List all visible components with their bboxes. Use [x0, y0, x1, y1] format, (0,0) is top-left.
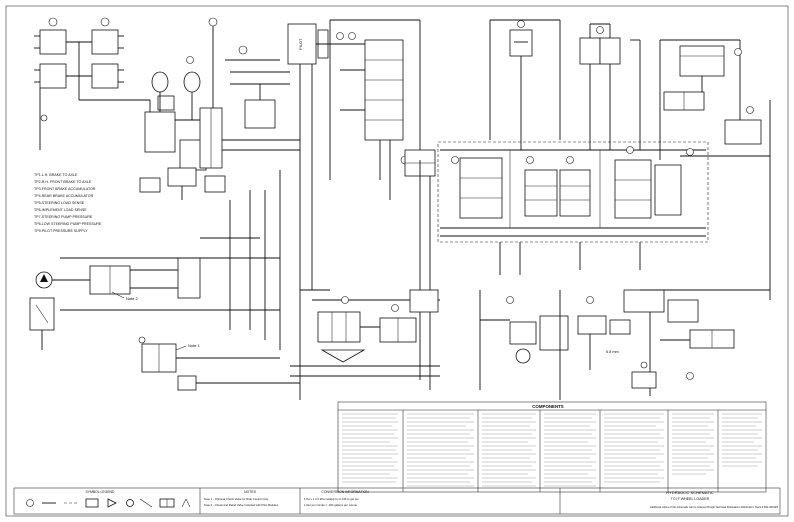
conversion-heading: CONVERSION INFORMATION [321, 490, 369, 494]
note-2-text: Note 2 - Check and Relief Valve Included… [204, 503, 279, 507]
note-1-callout: Note 1 [188, 343, 201, 348]
conversion-block: CONVERSION INFORMATION 1 Pa x 1.4 5 kPa … [304, 490, 369, 507]
conversion-line-1: 1 Pa x 1.4 5 kPa multiply by 0.145 to ge… [304, 497, 359, 501]
steering-valve-group [290, 289, 440, 400]
note-1-group: Note 1 [141, 343, 300, 391]
pump-group: Note 2 [29, 170, 281, 350]
title-block: HYDRAULIC SCHEMATIC TCI F WHEEL LOADER A… [650, 490, 779, 509]
sheet-title-1: HYDRAULIC SCHEMATIC [666, 490, 714, 495]
conversion-line-2: 1 liter per minute = .264 gallons per mi… [304, 503, 358, 507]
notes-heading: NOTES [244, 490, 256, 494]
test-point-4: TP4-REAR BRAKE ACCUMULATOR [34, 194, 94, 198]
bottom-strip [13, 487, 781, 515]
valve-tag-label: 5.8 mm [606, 350, 619, 354]
main-control-valve [404, 120, 709, 390]
steer-pump-group: 5.8 mm [479, 289, 770, 400]
note-2-callout: Note 2 [126, 296, 139, 301]
test-point-2: TP2-R.H. FRONT BRAKE TO AXLE [34, 180, 92, 184]
notes-block: NOTES Note 1 - Optional Check Valve for … [204, 490, 279, 507]
brake-actuators [34, 17, 150, 150]
test-point-5: TP5-STEERING LOAD SENSE [34, 201, 85, 205]
test-point-8: TP8-LOW STEERING PUMP PRESSURE [34, 222, 102, 226]
ride-control [659, 39, 771, 300]
svg-text:PILOT: PILOT [298, 38, 303, 50]
test-point-7: TP7-STEERING PUMP PRESSURE [34, 215, 93, 219]
components-table: COMPONENTS [337, 401, 767, 493]
sheet-border [5, 5, 789, 517]
pilot-valve-stack: PILOT [287, 19, 421, 290]
sheet-title-2: TCI F WHEEL LOADER [671, 497, 710, 501]
note-1-text: Note 1 - Optional Check Valve for Ride C… [204, 497, 269, 501]
lift-tilt-cylinders [489, 19, 641, 150]
test-point-9: TP9-PILOT PRESSURE SUPPLY [34, 229, 88, 233]
test-point-1: TP1-L.H. BRAKE TO AXLE [34, 173, 78, 177]
legend-heading: SYMBOL LEGEND [86, 490, 115, 494]
sheet-footer-note: Additional copies of this schematic can … [650, 506, 779, 509]
legend-symbols [26, 498, 191, 508]
components-heading: COMPONENTS [532, 404, 564, 409]
brake-valve-group [139, 17, 300, 200]
test-point-6: TP6-IMPLEMENT LOAD SENSE [34, 208, 87, 212]
test-point-list: TP1-L.H. BRAKE TO AXLE TP2-R.H. FRONT BR… [34, 173, 102, 233]
symbol-legend: SYMBOL LEGEND [26, 490, 191, 508]
test-point-3: TP3-FRONT BRAKE ACCUMULATOR [34, 187, 96, 191]
